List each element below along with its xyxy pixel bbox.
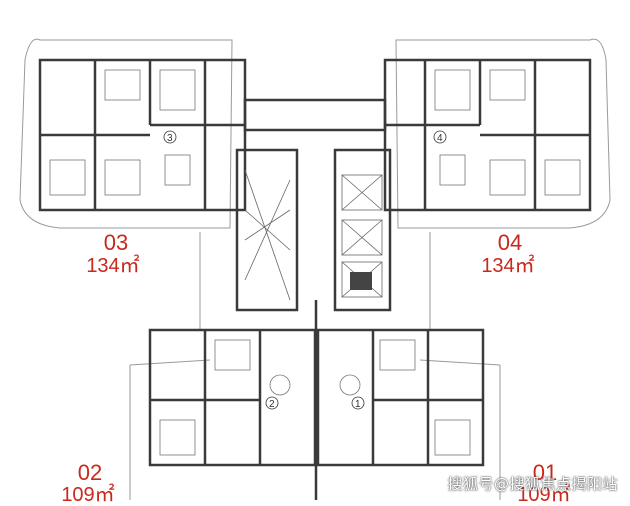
outline-top-right-wing <box>395 38 611 229</box>
plan-number-2: 2 <box>269 399 275 410</box>
core-right-elevators <box>333 148 392 312</box>
plan-number-3: 3 <box>167 133 173 144</box>
core-left-stair <box>235 148 299 312</box>
unit-03-code: 03 <box>103 230 129 255</box>
plan-number-1: 1 <box>355 399 361 410</box>
outline-top-left-wing <box>19 38 233 229</box>
unit-02-code: 02 <box>77 460 103 485</box>
outline-bottom-right-wing <box>419 359 501 500</box>
unit-02-walls <box>148 328 317 467</box>
unit-04-area: 134㎡ <box>481 255 535 277</box>
watermark-text: 搜狐号@搜狐焦点揭阳站 <box>447 475 618 493</box>
unit-01-code: 01 <box>532 460 558 485</box>
outline-bottom-left-wing <box>129 359 211 500</box>
unit-02-area: 109㎡ <box>61 484 115 506</box>
unit-01-walls <box>316 328 485 467</box>
unit-04-code: 04 <box>497 230 523 255</box>
plan-number-4: 4 <box>437 133 443 144</box>
unit-03-area: 134㎡ <box>86 255 140 277</box>
